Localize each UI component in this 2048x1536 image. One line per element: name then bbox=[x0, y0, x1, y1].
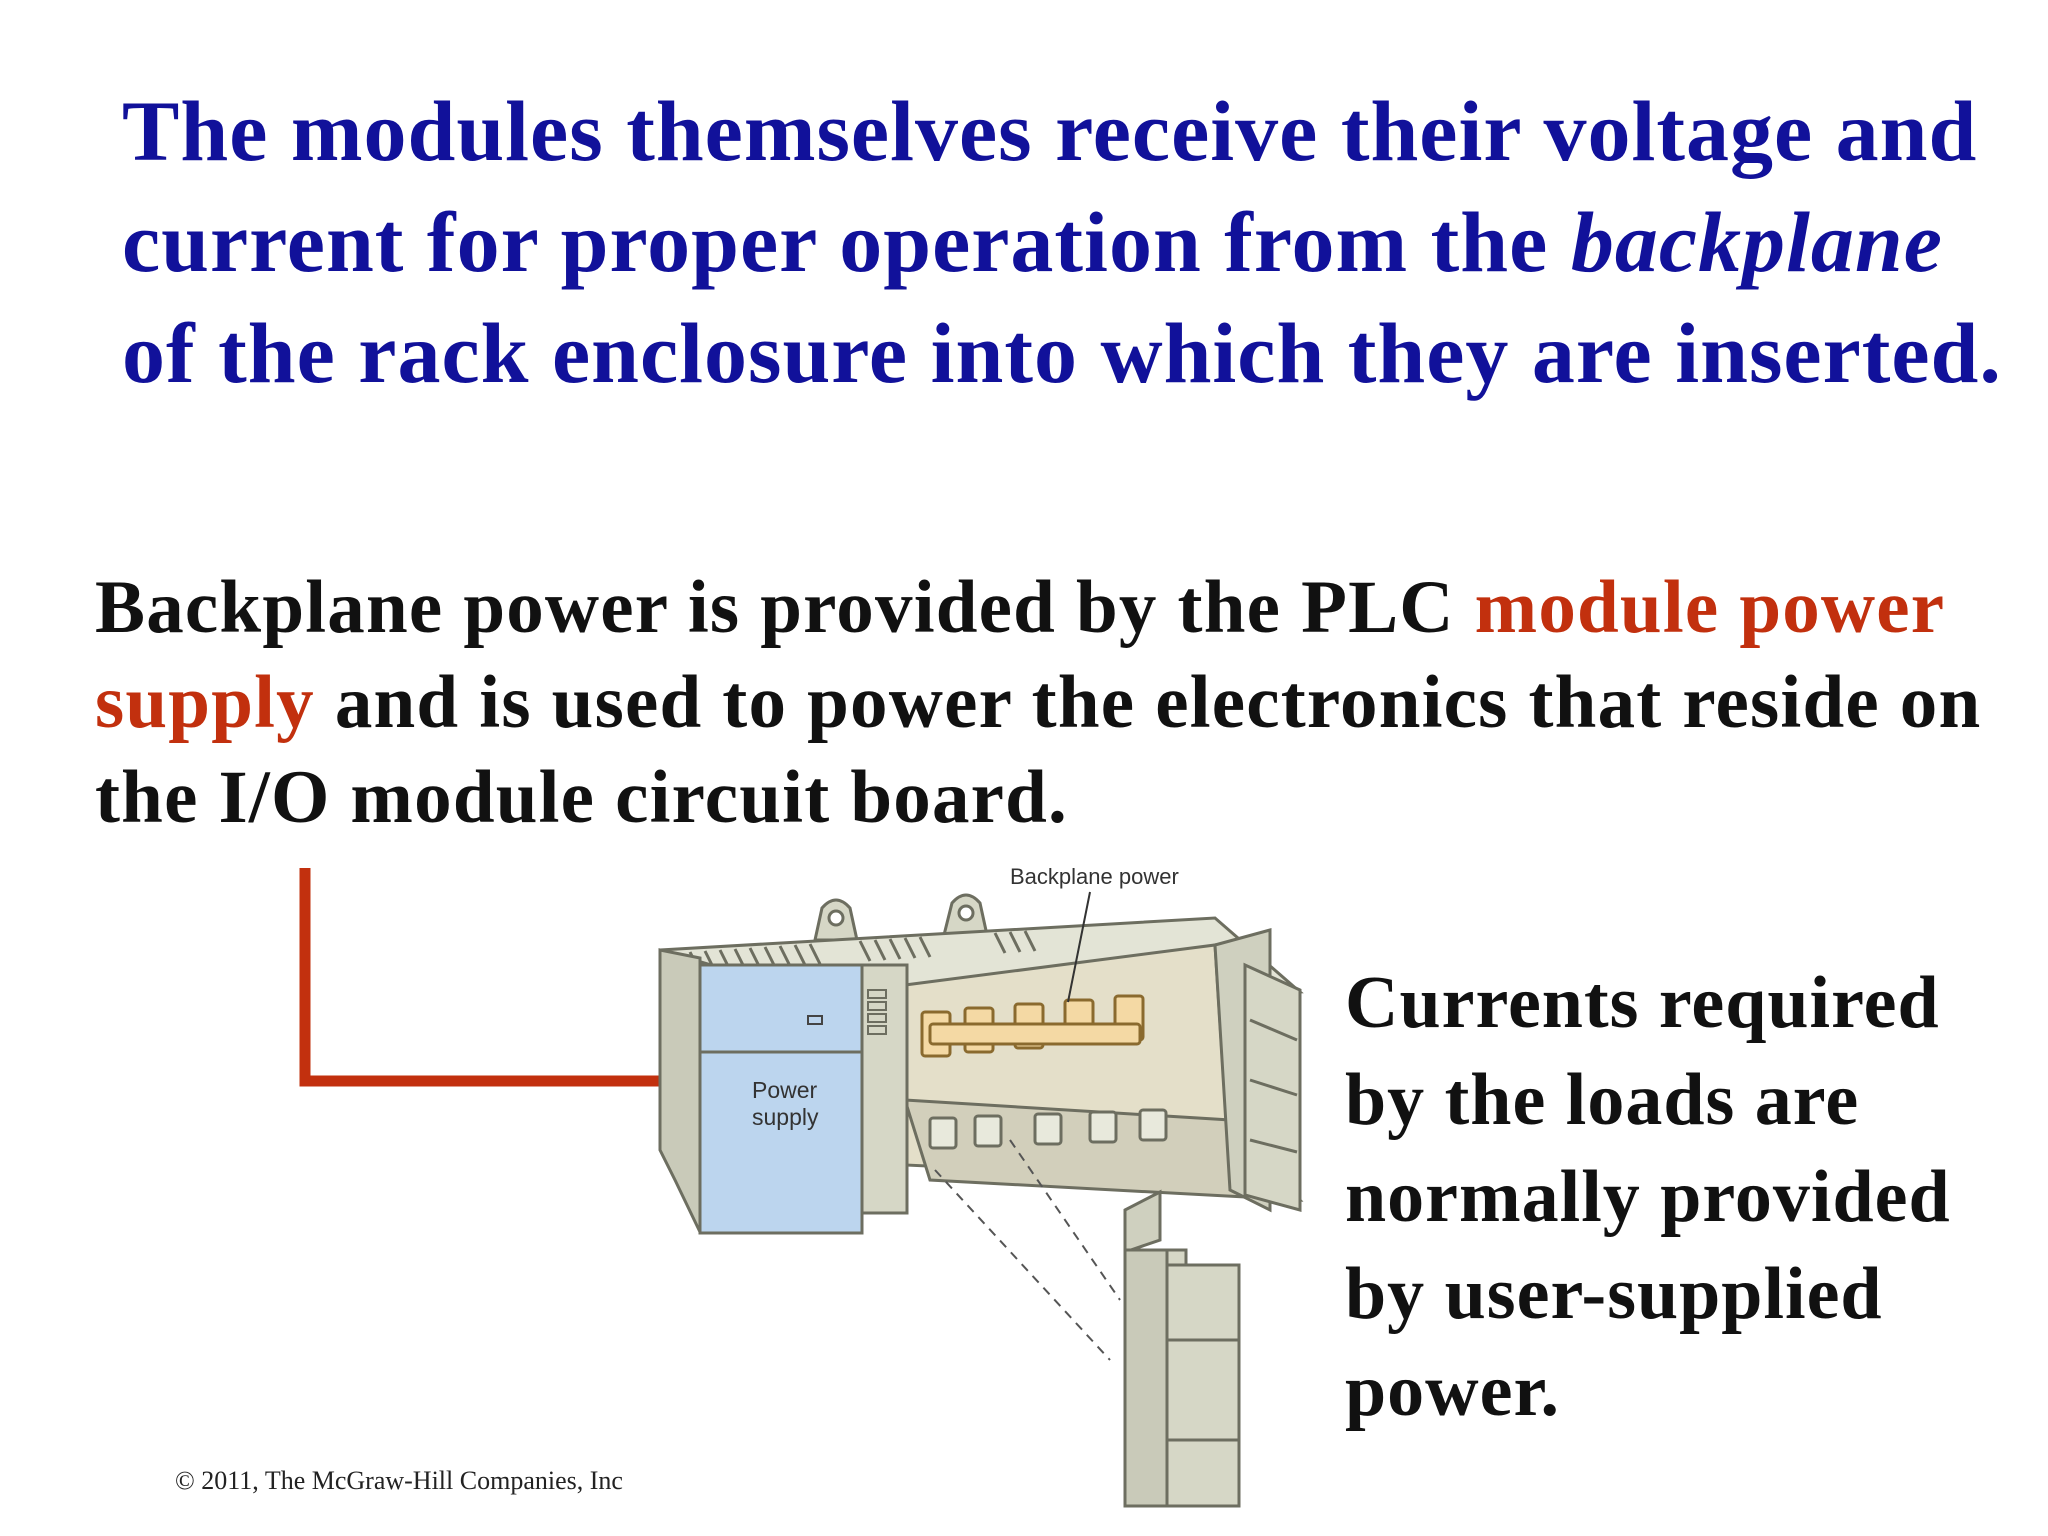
intro-paragraph: The modules themselves receive their vol… bbox=[122, 76, 2002, 409]
intro-lead: The modules themselves receive their vol… bbox=[122, 83, 1978, 290]
power-supply-indicator bbox=[807, 1015, 823, 1025]
slot-clips bbox=[928, 1108, 1168, 1150]
power-supply-label-line2: supply bbox=[752, 1104, 819, 1130]
backplane-paragraph: Backplane power is provided by the PLC m… bbox=[95, 560, 1995, 845]
io-module-slot-0 bbox=[860, 963, 909, 1215]
intro-emphasis-backplane: backplane bbox=[1570, 194, 1943, 290]
power-supply-label-line1: Power bbox=[752, 1077, 818, 1103]
vent-grille bbox=[688, 930, 1037, 973]
door-ribs bbox=[1249, 1018, 1298, 1154]
insertion-guides bbox=[934, 1139, 1121, 1361]
backplane-tail: and is used to power the electronics tha… bbox=[95, 661, 1982, 839]
intro-tail: of the rack enclosure into which they ar… bbox=[122, 305, 2002, 401]
user-supplied-power-paragraph: Currents required by the loads are norma… bbox=[1345, 962, 1951, 1432]
mounting-tabs bbox=[813, 893, 989, 942]
power-supply-module bbox=[698, 963, 864, 1235]
backplane-leader-line bbox=[1067, 891, 1091, 1003]
backplane-connectors bbox=[920, 994, 1145, 1058]
backplane-lead: Backplane power is provided by the PLC bbox=[95, 566, 1455, 649]
backplane-power-label: Backplane power bbox=[1010, 864, 1179, 889]
copyright-notice: © 2011, The McGraw-Hill Companies, Inc bbox=[175, 1466, 623, 1495]
module-vent-slots bbox=[867, 989, 887, 1035]
chassis-left bbox=[658, 948, 702, 1233]
detached-io-module bbox=[1123, 1189, 1241, 1508]
module-power-supply-highlight: module power supply bbox=[95, 566, 1944, 744]
